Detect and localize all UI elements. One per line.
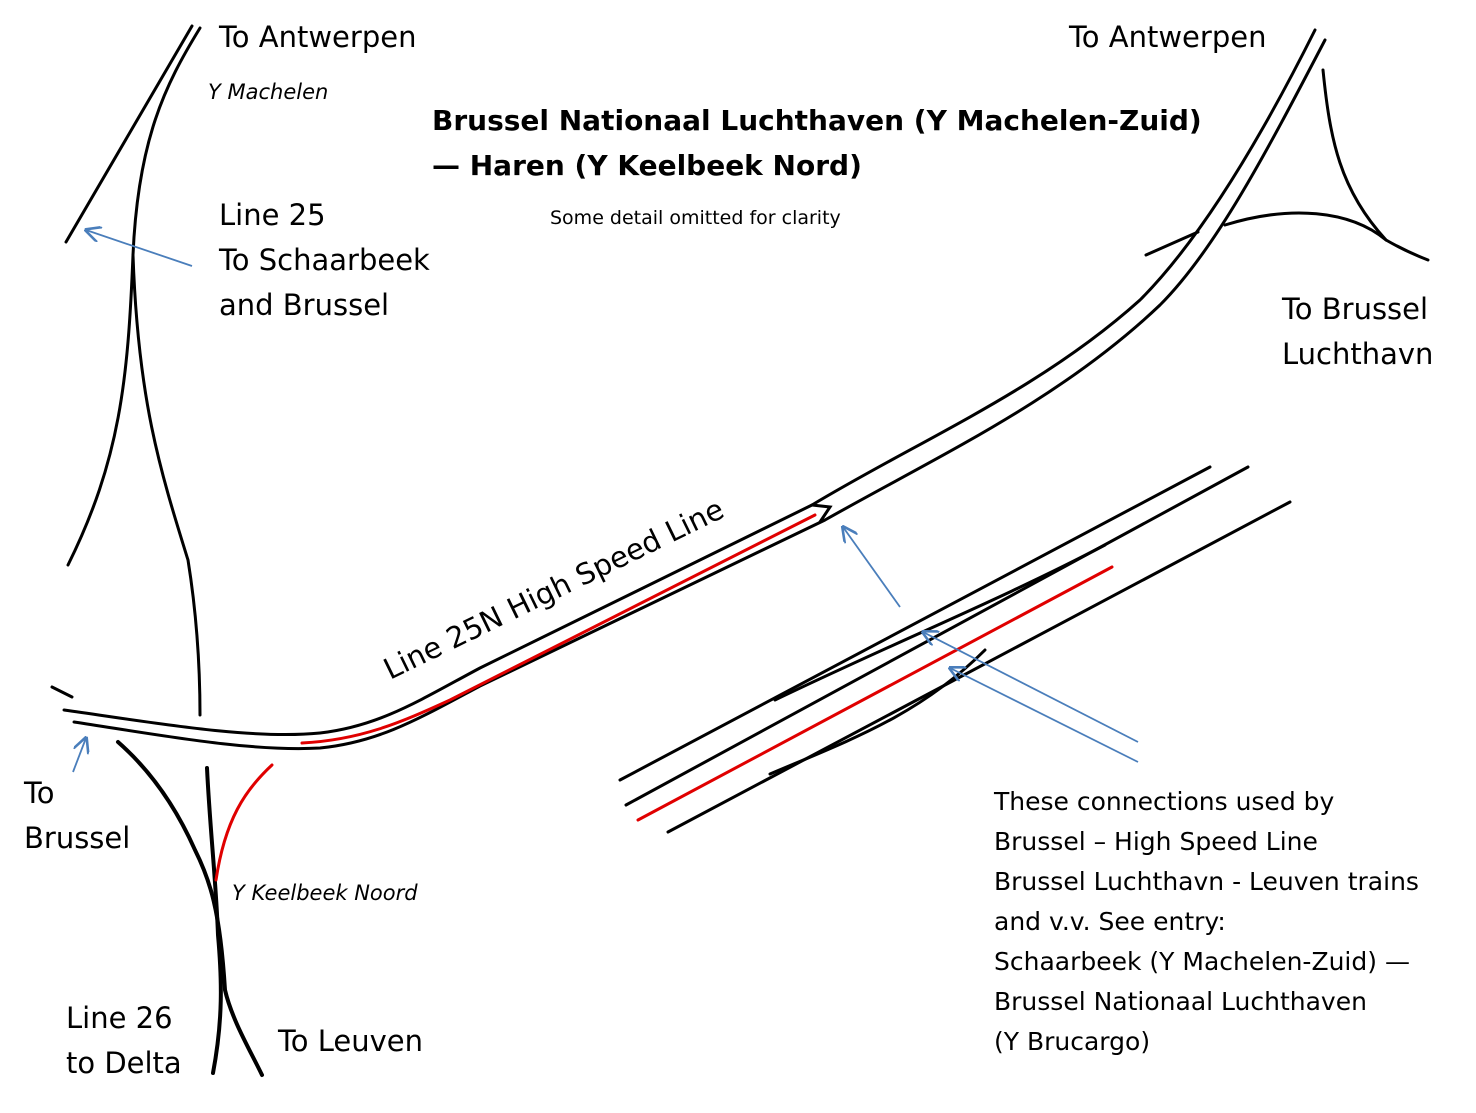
diagram-title-line1: Brussel Nationaal Luchthaven (Y Machelen…: [432, 104, 1202, 137]
label-line26-1: Line 26: [66, 1001, 173, 1035]
connections-note: These connections used by Brussel – High…: [993, 787, 1419, 1056]
line25-tracks: [64, 24, 202, 717]
note-line: (Y Brucargo): [994, 1027, 1150, 1056]
note-line: and v.v. See entry:: [994, 907, 1226, 936]
label-line25-3: and Brussel: [219, 288, 389, 322]
label-y-keelbeek-noord: Y Keelbeek Noord: [232, 881, 418, 905]
diagram-title-line2: — Haren (Y Keelbeek Nord): [432, 149, 862, 182]
label-line25-2: To Schaarbeek: [218, 243, 430, 277]
label-hsl: Line 25N High Speed Line: [378, 492, 729, 686]
label-to-leuven: To Leuven: [277, 1024, 423, 1058]
hsl-main-tracks: [50, 28, 1327, 751]
note-line: Schaarbeek (Y Machelen-Zuid) —: [994, 947, 1410, 976]
note-line: Brussel Nationaal Luchthaven: [994, 987, 1367, 1016]
note-line: These connections used by: [993, 787, 1335, 816]
diagram-subtitle: Some detail omitted for clarity: [550, 207, 841, 229]
label-to-brussel-1: To: [23, 776, 55, 810]
label-line25-1: Line 25: [219, 198, 326, 232]
label-to-antwerpen-right: To Antwerpen: [1068, 20, 1266, 54]
label-to-brussel-luchthavn-1: To Brussel: [1281, 292, 1428, 326]
line26-tracks: [116, 740, 274, 1077]
pointer-arrows: [72, 230, 1139, 773]
label-to-brussel-luchthavn-2: Luchthavn: [1282, 337, 1433, 371]
label-to-antwerpen-left: To Antwerpen: [218, 20, 416, 54]
airport-triangle: [1223, 68, 1430, 262]
label-to-brussel-2: Brussel: [24, 821, 130, 855]
note-line: Brussel Luchthavn - Leuven trains: [994, 867, 1419, 896]
label-line26-2: to Delta: [66, 1046, 182, 1080]
label-y-machelen: Y Machelen: [208, 80, 328, 104]
note-line: Brussel – High Speed Line: [994, 827, 1318, 856]
